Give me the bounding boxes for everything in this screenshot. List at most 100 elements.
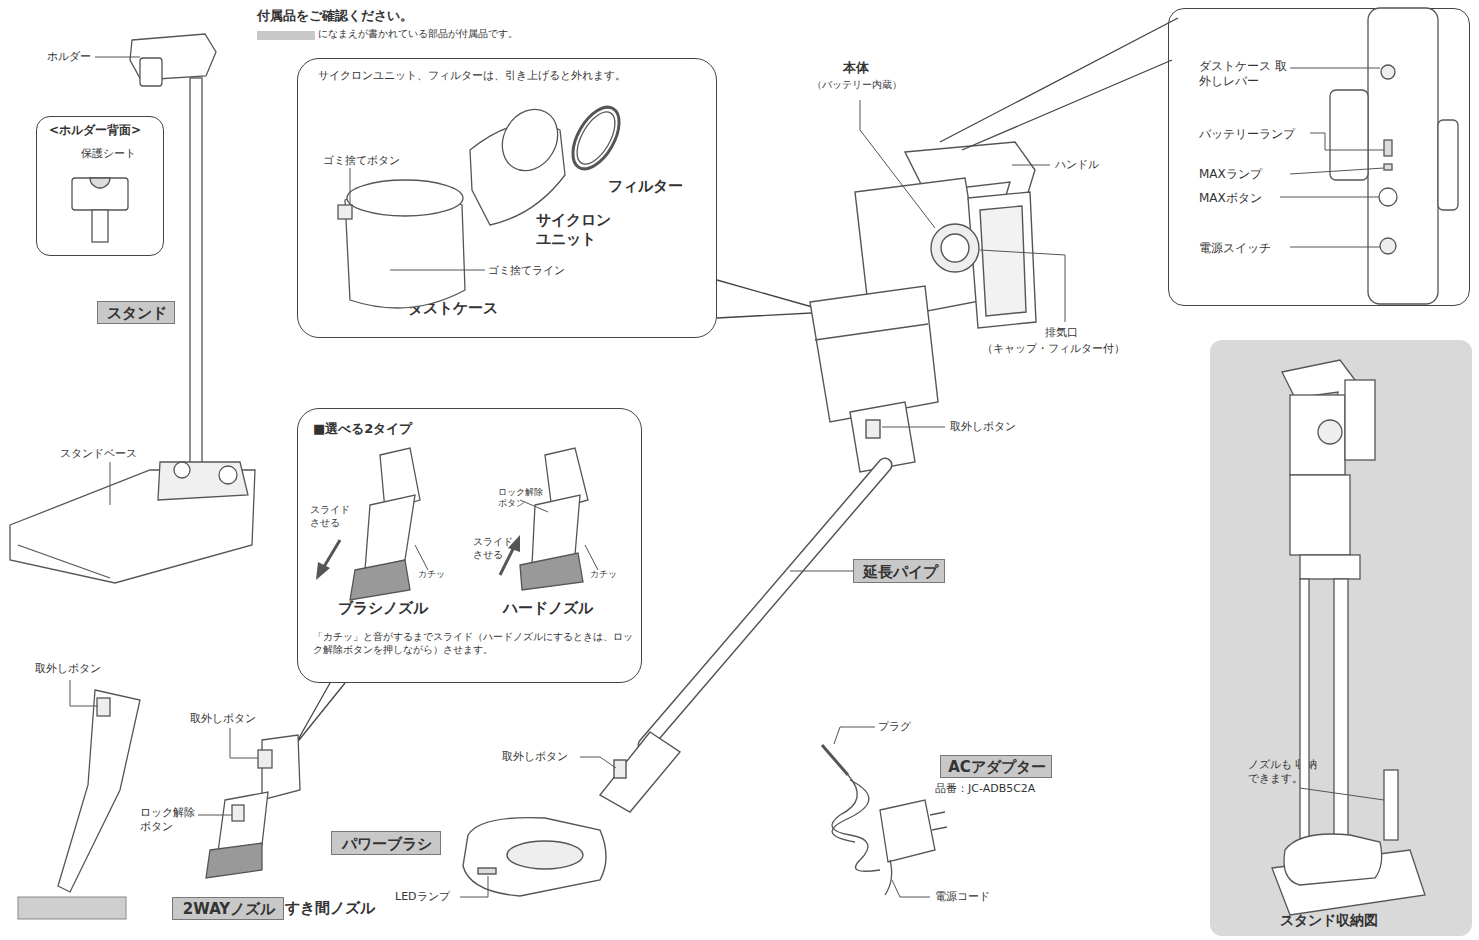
neck [850,402,915,472]
node-text: フィルター [608,177,683,196]
node-text: カチッ [590,569,617,580]
node-text: ブラシノズル [338,599,428,618]
release-button [866,420,880,438]
part-label: （キャップ・フィルター付） [982,342,1125,356]
node-text: スライド させる [473,536,515,561]
leader-line [1280,197,1379,198]
leader-line [1290,247,1380,248]
callout-pointer [295,683,345,745]
handle [905,142,1035,258]
leader-line [198,815,232,816]
node-text: 2WAYノズル [173,900,285,919]
part-label: 電源コード [935,890,990,904]
release-button [614,760,626,778]
extension-pipe [645,465,885,745]
hard-nozzle-body [532,495,580,565]
brush-cover [507,841,583,869]
base-peg [219,466,237,484]
node-text: 延長パイプ [854,563,946,582]
handle-front [1368,8,1438,304]
lever [1381,65,1395,79]
holder-back-pole [92,210,108,242]
part-label: 品番：JC-ADB5C2A [935,782,1035,796]
handle-closeup [1330,8,1458,304]
leader-line [892,880,930,897]
nozzle-types [350,448,588,600]
cyclone-unit [470,123,565,225]
part-label: スタンドベース [60,447,137,461]
led-lamp [478,868,496,874]
brush-bristles [350,560,410,600]
node-text: スタンド収納図 [1280,912,1378,930]
release-button [97,698,110,716]
battery-face [980,206,1026,316]
arrow-head [508,535,520,552]
leader-line [790,571,853,572]
name-box: パワーブラシ [331,831,441,855]
callout-box: サイクロンユニット、フィルターは、引き上げると外れます。ゴミ捨てボタンフィルター… [297,58,717,338]
max-lamp [1384,164,1392,170]
mini-dust-case [1290,475,1350,555]
crevice-nozzle [58,690,140,892]
max-button [1379,188,1397,206]
exhaust-cap [931,224,979,272]
node-text: ダストケース [408,299,498,318]
name-box [18,897,126,919]
base-block [158,462,248,500]
mini-base [1272,850,1425,915]
node-text: ノズルも 収納できます。 [1248,758,1320,786]
protective-sheet [90,178,110,188]
zoom-pointer [962,60,1172,150]
part-label: 本体 [843,60,869,76]
cyclone-ring [491,99,568,180]
pipe-joint [600,732,680,812]
node-text: <ホルダー背面> [49,123,141,138]
node-text: ロック解除 ボタン [498,487,544,510]
cyclone-parts [338,99,629,308]
motor-body [855,178,985,322]
two-way-nozzle-top [262,735,300,800]
part-label: 取外しボタン [35,662,101,676]
node-text: 「カチッ」と音がするまでスライド（ハードノズルにするときは、ロック解除ボタンを押… [313,631,633,656]
node-text: バッテリーランプ [1199,127,1295,142]
node-text: ゴミ捨てボタン [323,154,400,168]
lock-button [232,805,244,821]
part-label: （バッテリー内蔵） [812,79,902,92]
part-label: ハンドル [1055,158,1099,172]
cord [832,775,880,871]
leader-line [230,728,258,758]
handle-side [1330,90,1368,180]
brush-nozzle-top [380,448,420,510]
leader-line [350,168,351,205]
mini-handle [1282,360,1355,440]
node-text: スタンド [98,304,176,323]
node-text: ハードノズル [503,599,593,618]
filter [563,100,628,177]
dump-button [338,205,352,219]
stand-base [10,470,255,583]
slide-arrow [500,545,515,575]
callout-pointer [717,280,830,318]
mini-pipe [1334,579,1348,839]
cord [885,860,892,895]
slide-arrow [322,540,340,570]
brush-nozzle-body [365,495,415,570]
dust-case [345,189,465,308]
leader-line [580,757,616,768]
part-label: 排気口 [1045,326,1078,340]
title: 付属品をご確認ください。 [257,8,413,24]
battery-lamp [1384,140,1392,156]
leader-line [860,100,935,228]
adapter-body [880,800,935,862]
name-box: ACアダプター [940,755,1052,778]
node-text: MAXボタン [1199,191,1262,206]
two-way-nozzle-body [218,792,268,852]
leader-line [882,427,945,428]
adapter-prong [930,812,945,815]
part-label: ホルダー [47,50,91,64]
node-text: サイクロンユニット、フィルターは、引き上げると外れます。 [318,69,626,83]
adapter-prong [932,827,947,830]
node-text: 保護シート [81,147,136,161]
